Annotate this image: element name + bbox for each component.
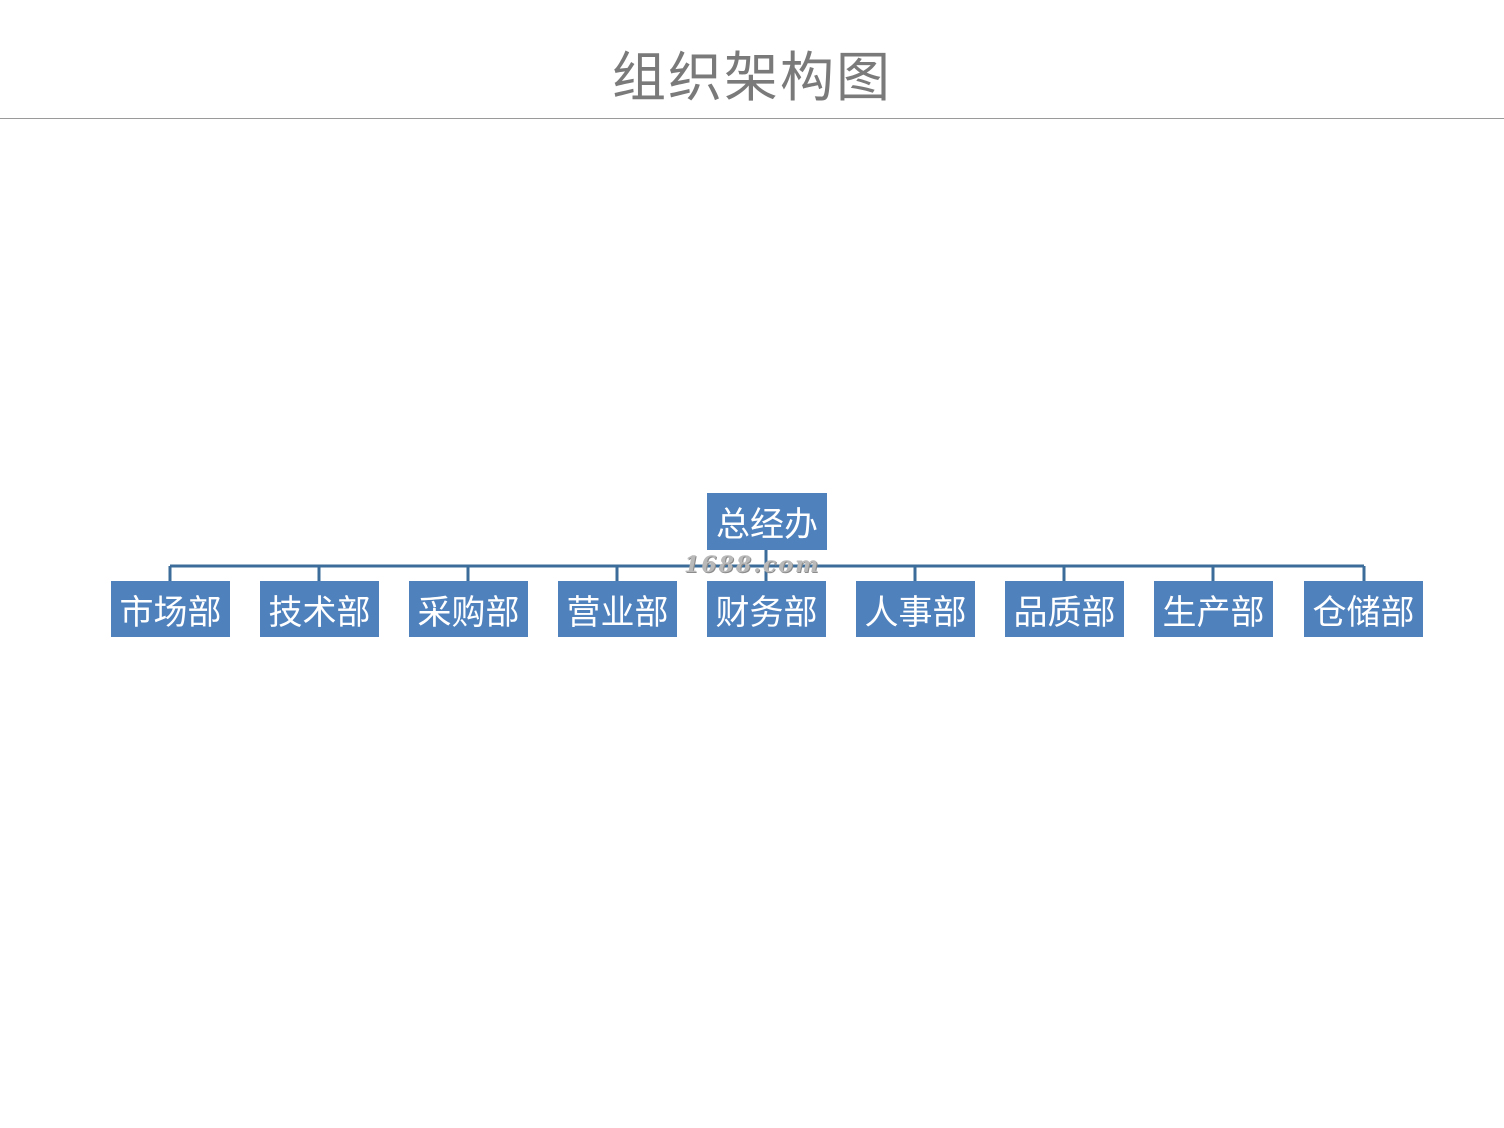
page-title: 组织架构图 (612, 46, 892, 109)
node-dept-production[interactable]: 生产部 (1154, 581, 1273, 637)
title-divider (0, 118, 1504, 119)
node-dept-finance[interactable]: 财务部 (707, 581, 826, 637)
node-dept-marketing[interactable]: 市场部 (111, 581, 230, 637)
node-dept-technology[interactable]: 技术部 (260, 581, 379, 637)
node-dept-hr[interactable]: 人事部 (856, 581, 975, 637)
node-dept-sales[interactable]: 营业部 (558, 581, 677, 637)
node-general-office[interactable]: 总经办 (707, 493, 827, 550)
node-dept-quality[interactable]: 品质部 (1005, 581, 1124, 637)
node-dept-purchasing[interactable]: 采购部 (409, 581, 528, 637)
node-dept-warehouse[interactable]: 仓储部 (1304, 581, 1423, 637)
